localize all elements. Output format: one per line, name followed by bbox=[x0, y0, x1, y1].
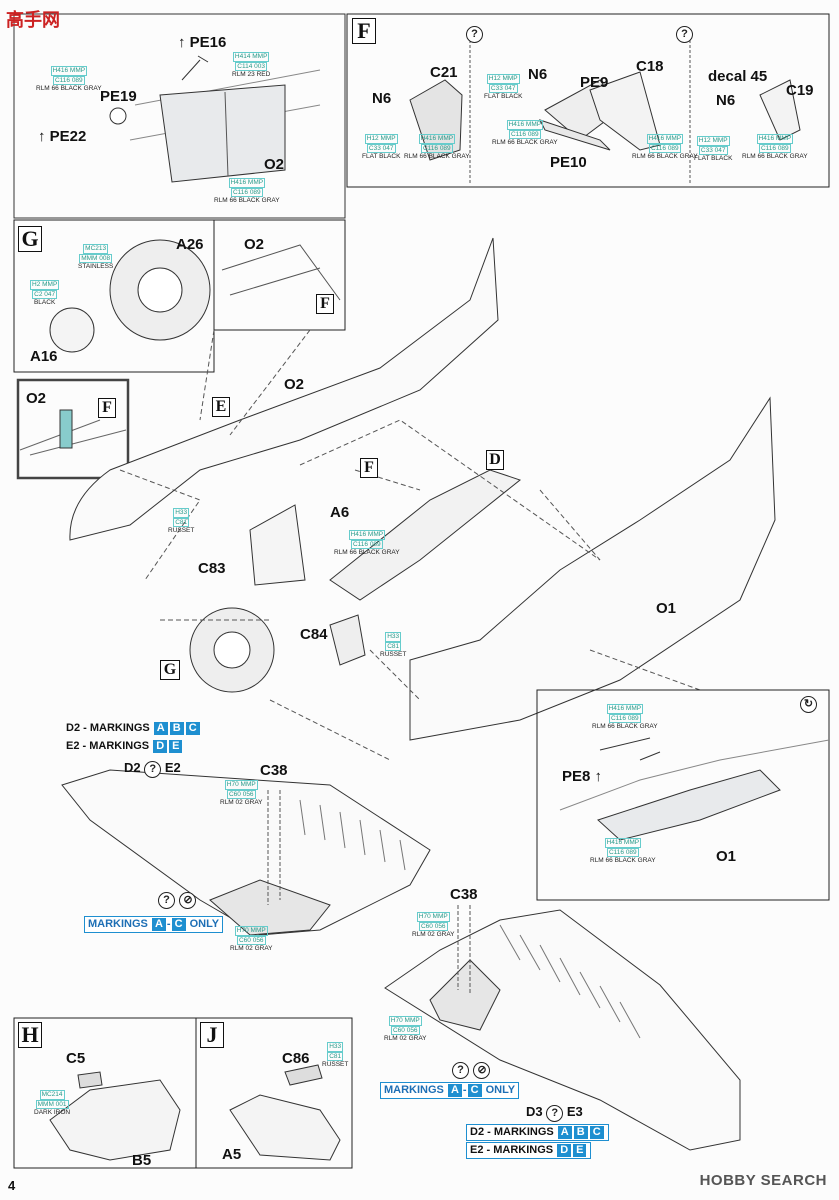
part-pe19: PE19 bbox=[100, 88, 137, 105]
part-a6: A6 bbox=[330, 504, 350, 521]
part-pe10: PE10 bbox=[550, 154, 587, 171]
question-icon-3: ? bbox=[144, 761, 162, 778]
part-c5: C5 bbox=[66, 1050, 86, 1067]
rotate-icon: ↻ bbox=[800, 696, 817, 713]
no-icon-1: ⊘ bbox=[179, 892, 197, 909]
part-n6-1: N6 bbox=[372, 90, 392, 107]
part-c83: C83 bbox=[198, 560, 226, 577]
part-o2-box: O2 bbox=[26, 390, 47, 407]
wing-ref-d2e2: D2 ? E2 bbox=[124, 760, 181, 778]
part-a26: A26 bbox=[176, 236, 204, 253]
arrow-icon: ↑ bbox=[178, 34, 186, 51]
arrow-icon: ↑ bbox=[38, 128, 46, 145]
markings-only-1: MARKINGS A-C ONLY bbox=[84, 916, 224, 933]
section-f-ref-3: F bbox=[360, 458, 378, 478]
part-c21: C21 bbox=[430, 64, 458, 81]
part-decal45: decal 45 bbox=[708, 68, 768, 85]
watermark: HOBBY SEARCH bbox=[699, 1172, 827, 1189]
part-pe9: PE9 bbox=[580, 74, 609, 91]
part-pe16: ↑ PE16 bbox=[178, 34, 227, 51]
part-pe22: ↑ PE22 bbox=[38, 128, 87, 145]
part-c18: C18 bbox=[636, 58, 664, 75]
section-f-ref-2: F bbox=[98, 398, 116, 418]
part-c19: C19 bbox=[786, 82, 814, 99]
part-c84: C84 bbox=[300, 626, 328, 643]
section-f-box: F bbox=[352, 18, 376, 44]
section-d-ref: D bbox=[486, 450, 504, 470]
question-icon-2: ? bbox=[676, 26, 693, 43]
part-a16: A16 bbox=[30, 348, 58, 365]
no-icon-2: ⊘ bbox=[473, 1062, 491, 1079]
part-o2-top: O2 bbox=[264, 156, 285, 173]
page-number: 4 bbox=[8, 1178, 16, 1193]
part-o1-main: O1 bbox=[656, 600, 677, 617]
section-g-ref: G bbox=[160, 660, 180, 680]
question-icon-1: ? bbox=[466, 26, 483, 43]
arrow-icon: ↑ bbox=[594, 768, 603, 785]
question-icon-row-2: ? ⊘ bbox=[452, 1060, 491, 1079]
part-o2-mini: O2 bbox=[244, 236, 265, 253]
markings-only-2: MARKINGS A-C ONLY bbox=[380, 1082, 520, 1099]
part-a5: A5 bbox=[222, 1146, 242, 1163]
section-e-ref: E bbox=[212, 397, 230, 417]
part-c38-1: C38 bbox=[260, 762, 288, 779]
part-c86: C86 bbox=[282, 1050, 310, 1067]
section-g-box: G bbox=[18, 226, 42, 252]
part-n6-2: N6 bbox=[528, 66, 548, 83]
part-o2-main: O2 bbox=[284, 376, 305, 393]
part-o1-detail: O1 bbox=[716, 848, 737, 865]
site-logo: 高手网 bbox=[6, 10, 60, 30]
part-pe8: PE8 ↑ bbox=[562, 768, 603, 785]
part-c38-2: C38 bbox=[450, 886, 478, 903]
part-n6-3: N6 bbox=[716, 92, 736, 109]
section-h-box: H bbox=[18, 1022, 42, 1048]
question-icon-row-1: ? ⊘ bbox=[158, 890, 197, 909]
wing-ref-d3e3: D3 ? E3 bbox=[526, 1104, 583, 1122]
question-icon-4: ? bbox=[546, 1105, 564, 1122]
section-f-ref-1: F bbox=[316, 294, 334, 314]
part-b5: B5 bbox=[132, 1152, 152, 1169]
section-j-box: J bbox=[200, 1022, 224, 1048]
